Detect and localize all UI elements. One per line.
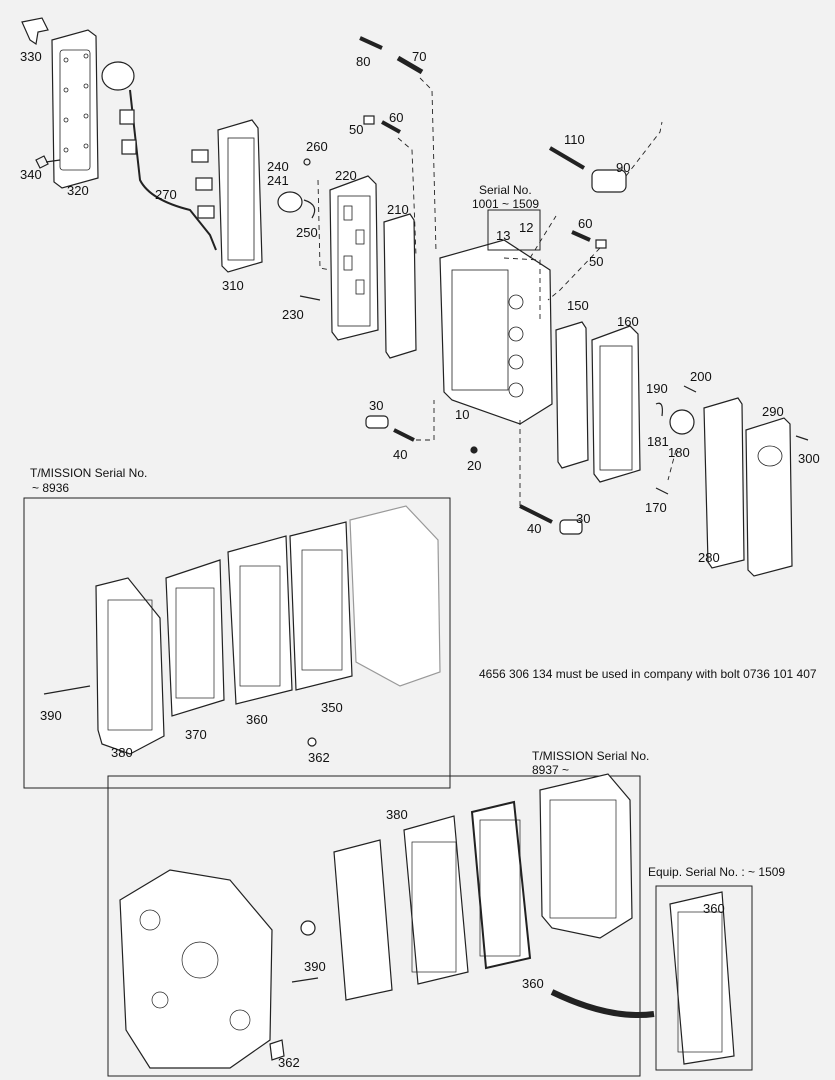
tmission-new-range: 8937 ~	[532, 763, 570, 777]
part-label-280: 280	[698, 550, 720, 565]
part-label-20: 20	[467, 458, 482, 473]
part-label-250: 250	[296, 225, 318, 240]
part-label-50-right: 50	[589, 254, 604, 269]
part-label-50-top: 50	[349, 122, 364, 137]
part-label-170: 170	[645, 500, 667, 515]
part-label-40-left: 40	[393, 447, 408, 462]
part-label-360-box2: 360	[522, 976, 544, 991]
part-label-160: 160	[617, 314, 639, 329]
part-label-270: 270	[155, 187, 177, 202]
part-label-290: 290	[762, 404, 784, 419]
part-label-220: 220	[335, 168, 357, 183]
part-label-320: 320	[67, 183, 89, 198]
serial-no-range: 1001 ~ 1509	[472, 197, 540, 211]
part-label-90: 90	[616, 160, 631, 175]
serial-no-heading: Serial No.	[479, 183, 532, 197]
tmission-old-heading: T/MISSION Serial No.	[30, 466, 148, 480]
part-label-13: 13	[496, 228, 511, 243]
bolt-note: 4656 306 134 must be used in company wit…	[479, 667, 817, 681]
part-label-360-box3: 360	[703, 901, 725, 916]
part-label-380-box1: 380	[111, 745, 133, 760]
part-label-362-box2: 362	[278, 1055, 300, 1070]
part-label-150: 150	[567, 298, 589, 313]
part-label-10: 10	[455, 407, 470, 422]
part-label-30-bottom: 30	[576, 511, 591, 526]
part-label-240: 240	[267, 159, 289, 174]
part-label-330: 330	[20, 49, 42, 64]
part-label-180: 180	[668, 445, 690, 460]
part-label-181: 181	[647, 434, 669, 449]
part-label-30-left: 30	[369, 398, 384, 413]
part-label-340: 340	[20, 167, 42, 182]
part-label-60-right: 60	[578, 216, 593, 231]
part-label-12: 12	[519, 220, 534, 235]
part-label-350-box1: 350	[321, 700, 343, 715]
equip-serial-note: Equip. Serial No. : ~ 1509	[648, 865, 786, 879]
part-label-190: 190	[646, 381, 668, 396]
part-label-210: 210	[387, 202, 409, 217]
part-label-370-box1: 370	[185, 727, 207, 742]
part-label-60-top: 60	[389, 110, 404, 125]
part-label-300: 300	[798, 451, 820, 466]
tmission-new-heading: T/MISSION Serial No.	[532, 749, 650, 763]
part-label-241: 241	[267, 173, 289, 188]
part-label-110: 110	[564, 132, 585, 147]
part-label-360-box1: 360	[246, 712, 268, 727]
part-label-362-box1: 362	[308, 750, 330, 765]
part-label-80: 80	[356, 54, 371, 69]
part-label-390-box2: 390	[304, 959, 326, 974]
part-label-230: 230	[282, 307, 304, 322]
part-label-310: 310	[222, 278, 244, 293]
part-label-390-box1: 390	[40, 708, 62, 723]
part-label-40-bottom: 40	[527, 521, 542, 536]
part-label-260: 260	[306, 139, 328, 154]
part-label-200: 200	[690, 369, 712, 384]
tmission-old-range: ~ 8936	[32, 481, 70, 495]
part-label-70: 70	[412, 49, 427, 64]
part-label-380-box2: 380	[386, 807, 408, 822]
